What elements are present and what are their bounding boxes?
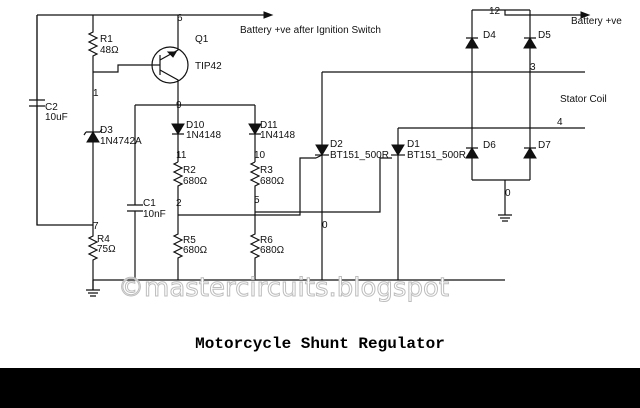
stator-coil-label: Stator Coil bbox=[560, 94, 607, 105]
q1-transistor bbox=[150, 15, 189, 105]
r2-value: 680Ω bbox=[183, 176, 208, 187]
r3-value: 680Ω bbox=[260, 176, 285, 187]
battery-ign-arrow-icon bbox=[263, 11, 274, 19]
r1-ref: R1 bbox=[100, 34, 113, 45]
d11-ref: D11 bbox=[260, 120, 278, 131]
node-12-label: 12 bbox=[489, 6, 501, 17]
r3-resistor bbox=[249, 161, 261, 212]
node-0a-label: 0 bbox=[322, 220, 328, 231]
r6-resistor bbox=[249, 212, 261, 280]
d10-value: 1N4148 bbox=[186, 130, 221, 141]
d1-ref: D1 bbox=[407, 139, 420, 150]
d11-diode bbox=[248, 105, 262, 162]
r4-resistor bbox=[87, 225, 99, 290]
r5-value: 680Ω bbox=[183, 245, 208, 256]
d5-diode bbox=[523, 10, 537, 72]
d1-scr bbox=[391, 128, 405, 280]
d2-ref: D2 bbox=[330, 139, 343, 150]
battery-pos-label: Battery +ve bbox=[571, 16, 622, 27]
d3-ref: D3 bbox=[100, 125, 113, 136]
r1-resistor bbox=[87, 15, 99, 72]
q1-ref: Q1 bbox=[195, 34, 209, 45]
r3-ref: R3 bbox=[260, 165, 273, 176]
bottom-black-band bbox=[0, 368, 640, 403]
r4-ref: R4 bbox=[97, 234, 110, 245]
d4-ref: D4 bbox=[483, 30, 496, 41]
diagram-title: Motorcycle Shunt Regulator bbox=[195, 335, 445, 353]
node-10-label: 10 bbox=[254, 150, 266, 161]
r1-value: 48Ω bbox=[100, 45, 119, 56]
q1-value: TIP42 bbox=[195, 61, 222, 72]
node-5-label: 5 bbox=[254, 195, 260, 206]
d4-diode bbox=[465, 10, 479, 128]
battery-pos-arrow-icon bbox=[580, 11, 591, 19]
r5-ref: R5 bbox=[183, 235, 196, 246]
node-6-label: 6 bbox=[177, 13, 183, 24]
c2-capacitor bbox=[29, 15, 45, 225]
node-11-label: 11 bbox=[176, 150, 187, 161]
node-4-label: 4 bbox=[557, 117, 563, 128]
node-2-label: 2 bbox=[176, 198, 182, 209]
battery-ign-label: Battery +ve after Ignition Switch bbox=[240, 25, 381, 36]
r5-resistor bbox=[172, 215, 184, 280]
schematic-background bbox=[0, 0, 640, 368]
node-7-label: 7 bbox=[93, 221, 99, 232]
c1-value: 10nF bbox=[143, 209, 166, 220]
d10-ref: D10 bbox=[186, 120, 205, 131]
node-0b-label: 0 bbox=[505, 188, 511, 199]
c1-ref: C1 bbox=[143, 198, 156, 209]
ground-left-icon bbox=[86, 280, 100, 297]
r4-value: 75Ω bbox=[97, 244, 116, 255]
watermark-text: ©mastercircuits.blogspot bbox=[118, 273, 449, 303]
battery-pos-wire bbox=[504, 10, 585, 16]
d6-ref: D6 bbox=[483, 140, 496, 151]
ground-bridge-icon bbox=[498, 214, 512, 222]
d2-scr bbox=[315, 72, 329, 280]
r6-ref: R6 bbox=[260, 235, 273, 246]
node2-gate-wire bbox=[178, 157, 316, 216]
r1-to-q1-base-wire bbox=[93, 64, 150, 73]
node-9-label: 9 bbox=[176, 100, 182, 111]
node5-gate-wire bbox=[255, 157, 392, 213]
c1-capacitor bbox=[127, 204, 143, 280]
d3-value: 1N4742A bbox=[100, 136, 142, 147]
node-1-label: 1 bbox=[93, 88, 99, 99]
d10-diode bbox=[171, 105, 185, 162]
r6-value: 680Ω bbox=[260, 245, 285, 256]
r2-resistor bbox=[172, 161, 184, 215]
c2-ref: C2 bbox=[45, 102, 58, 113]
c2-value: 10uF bbox=[45, 112, 68, 123]
d7-diode bbox=[523, 72, 537, 180]
d11-value: 1N4148 bbox=[260, 130, 295, 141]
d2-value: BT151_500R bbox=[330, 150, 389, 161]
r2-ref: R2 bbox=[183, 165, 196, 176]
d1-value: BT151_500R bbox=[407, 150, 466, 161]
d5-ref: D5 bbox=[538, 30, 551, 41]
d6-diode bbox=[465, 128, 479, 180]
d7-ref: D7 bbox=[538, 140, 551, 151]
node-3-label: 3 bbox=[530, 62, 536, 73]
d3-zener-diode bbox=[83, 128, 103, 225]
